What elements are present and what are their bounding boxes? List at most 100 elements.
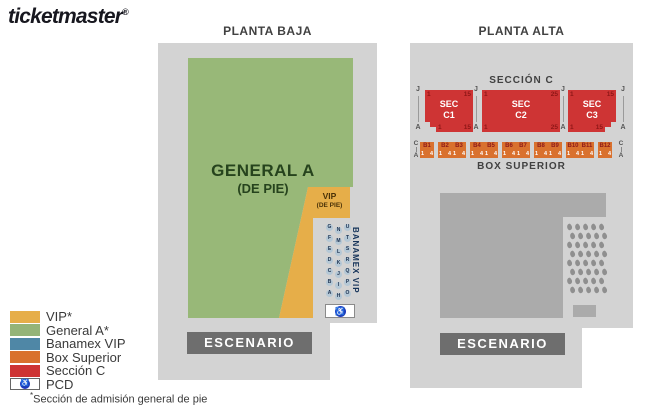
legend-label: PCD — [46, 376, 74, 392]
box-group: B2 1 4 B3 1 4 — [438, 142, 466, 158]
seat[interactable]: O — [344, 290, 351, 297]
box-row-range-marker: C A — [412, 140, 420, 159]
deck-seat-mark — [565, 277, 574, 285]
planta-baja-title: PLANTA BAJA — [223, 24, 312, 38]
seat[interactable]: B — [326, 279, 333, 286]
box-seat-last: 4 — [575, 151, 579, 157]
vip-subtitle: (DE PIE) — [316, 201, 343, 209]
deck-seat-mark — [597, 277, 606, 285]
legend-label: Sección C — [46, 363, 106, 379]
box-b7[interactable]: B7 1 4 — [516, 142, 530, 158]
seat[interactable]: A — [326, 290, 333, 297]
row-letter-bottom: A — [620, 124, 626, 131]
box-b9[interactable]: B9 1 4 — [548, 142, 562, 158]
deck-seat-mark — [565, 223, 574, 231]
box-b8[interactable]: B8 1 4 — [534, 142, 548, 158]
box-b6[interactable]: B6 1 4 — [502, 142, 516, 158]
seat[interactable]: P — [344, 279, 351, 286]
box-row-range-line — [620, 147, 622, 152]
box-superior-heading: BOX SUPERIOR — [477, 161, 566, 172]
deck-seat-mark — [589, 241, 598, 249]
box-superior-row: B1 1 4 B2 1 4 B3 1 4 B4 — [420, 142, 612, 158]
deck-seat-mark — [584, 232, 593, 240]
seat[interactable]: U — [344, 224, 351, 231]
box-b3[interactable]: B3 1 4 — [452, 142, 466, 158]
seat[interactable]: M — [335, 238, 342, 245]
seat[interactable]: H — [335, 293, 342, 300]
box-b11[interactable]: B11 1 4 — [580, 142, 594, 158]
seat[interactable]: N — [335, 227, 342, 234]
seat[interactable]: J — [335, 271, 342, 278]
deck-seat-mark — [568, 286, 577, 294]
seat[interactable]: I — [335, 282, 342, 289]
section-c2-label: SEC C2 — [482, 99, 560, 122]
section-c1[interactable]: SEC C1 1 15 1 15 — [425, 90, 473, 132]
box-group: B12 1 4 — [598, 142, 612, 158]
seat[interactable]: C — [326, 268, 333, 275]
seat[interactable]: S — [344, 246, 351, 253]
box-b5[interactable]: B5 1 4 — [484, 142, 498, 158]
seat[interactable]: L — [335, 249, 342, 256]
box-superior-color-swatch — [10, 351, 40, 364]
box-b4[interactable]: B4 1 4 — [470, 142, 484, 158]
deck-seat-mark — [597, 223, 606, 231]
box-label: B10 — [567, 143, 579, 149]
box-label: B3 — [455, 143, 463, 149]
box-label: B9 — [551, 143, 559, 149]
seat-number: 15 — [606, 91, 614, 98]
seat-number: 15 — [595, 124, 603, 131]
stage-alta: ESCENARIO — [440, 333, 565, 355]
box-b1[interactable]: B1 1 4 — [420, 142, 434, 158]
banamex-vip-label: BANAMEX VIP — [351, 227, 360, 294]
box-label: B1 — [423, 143, 431, 149]
section-c3[interactable]: SEC C3 1 15 1 15 — [568, 90, 616, 132]
deck-seat-mark — [589, 259, 598, 267]
deck-seat-mark — [600, 250, 609, 258]
seat[interactable]: E — [326, 246, 333, 253]
seat[interactable]: G — [326, 224, 333, 231]
box-label: B8 — [537, 143, 545, 149]
box-group: B10 1 4 B11 1 4 — [566, 142, 594, 158]
box-b2[interactable]: B2 1 4 — [438, 142, 452, 158]
legend-item-vip: VIP* — [10, 310, 126, 324]
pcd-area[interactable]: ♿ — [325, 304, 355, 318]
box-seat-first: 1 — [439, 151, 443, 157]
stage-baja: ESCENARIO — [187, 332, 312, 354]
seat[interactable]: Q — [344, 268, 351, 275]
seccion-c-color-swatch — [10, 364, 40, 377]
ticketmaster-logo[interactable]: ticketmaster® — [8, 5, 129, 29]
section-c2-line2: C2 — [515, 110, 527, 121]
box-b12[interactable]: B12 1 4 — [598, 142, 612, 158]
section-c3-line1: SEC — [582, 99, 602, 109]
wheelchair-icon: ♿ — [20, 379, 30, 390]
general-a-color-swatch — [10, 324, 40, 337]
legend-item-pcd: ♿ PCD — [10, 378, 126, 392]
seat[interactable]: R — [344, 257, 351, 264]
seat[interactable]: T — [344, 235, 351, 242]
row-letter-top: J — [621, 86, 625, 93]
seat[interactable]: F — [326, 235, 333, 242]
deck-seat-mark — [576, 268, 585, 276]
row-range-line — [475, 96, 477, 122]
pcd-swatch: ♿ — [10, 378, 40, 391]
box-b10[interactable]: B10 1 4 — [566, 142, 580, 158]
row-letter-top: J — [416, 86, 420, 93]
box-group: B4 1 4 B5 1 4 — [470, 142, 498, 158]
footnote: *Sección de admisión general de pie — [30, 391, 207, 406]
section-c2[interactable]: SEC C2 1 25 1 25 — [482, 90, 560, 132]
deck-seat-mark — [573, 223, 582, 231]
wheelchair-icon: ♿ — [334, 305, 346, 317]
deck-seat-mark — [592, 286, 601, 294]
seat[interactable]: K — [335, 260, 342, 267]
deck-seat-mark — [597, 259, 606, 267]
legend-item-banamex-vip: Banamex VIP — [10, 337, 126, 351]
box-seat-first: 1 — [535, 151, 539, 157]
seat[interactable]: D — [326, 257, 333, 264]
box-label: B7 — [519, 143, 527, 149]
